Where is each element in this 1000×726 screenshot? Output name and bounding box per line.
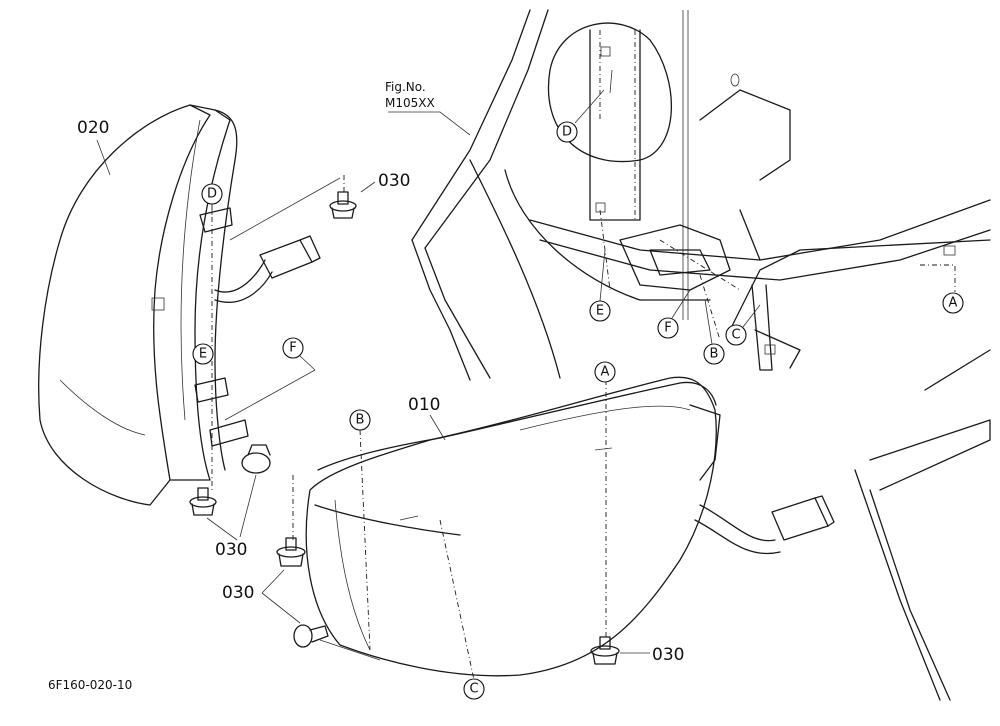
svg-text:E: E: [199, 347, 207, 362]
bolt-030-bottom: [590, 636, 620, 665]
ref-circle-E-left: E: [192, 343, 214, 365]
svg-text:C: C: [469, 682, 478, 697]
headlight-010: [305, 376, 835, 677]
bolt-030-center: [276, 537, 306, 567]
part-label-030-center: 030: [222, 583, 254, 603]
ref-circle-E-mid: E: [589, 300, 611, 322]
leader-030-left: [206, 474, 257, 541]
ref-circle-A-right: A: [942, 292, 964, 314]
ref-circle-A-top: A: [594, 361, 616, 383]
leader-ref-B-right: [704, 299, 713, 345]
part-label-020: 020: [77, 118, 109, 138]
svg-text:F: F: [289, 341, 296, 356]
ref-circle-F-mid: F: [657, 317, 679, 339]
leader-030-center: [261, 569, 301, 624]
ref-circle-C-right: C: [725, 324, 747, 346]
part-label-010: 010: [408, 395, 440, 415]
headlight-020: [38, 104, 321, 506]
vehicle-body-frame: [411, 9, 991, 701]
leader-ref-F-left: [299, 355, 316, 371]
svg-text:A: A: [601, 365, 610, 380]
leader-ref-F-mid: [671, 289, 691, 319]
leader-ref-C-right: [742, 304, 761, 328]
nut-030-left: [241, 444, 271, 474]
leader-ref-E-mid: [599, 249, 606, 302]
svg-text:B: B: [356, 413, 365, 428]
guide-lines: [211, 175, 956, 681]
bolt-030-upper: [329, 191, 357, 219]
bolt-030-left: [189, 487, 217, 516]
ref-circle-B-mid: B: [349, 409, 371, 431]
fig-leader-line: [388, 111, 471, 136]
svg-text:C: C: [731, 328, 740, 343]
svg-text:F: F: [664, 321, 671, 336]
fig-label-line1: Fig.No.: [385, 80, 426, 94]
svg-text:B: B: [710, 347, 719, 362]
svg-text:E: E: [596, 304, 604, 319]
svg-text:D: D: [207, 187, 217, 202]
leader-ref-D-top: [574, 69, 613, 124]
leader-030-upper: [360, 181, 376, 193]
ref-circle-D-left: D: [201, 183, 223, 205]
drawing-code: 6F160-020-10: [48, 678, 132, 692]
leader-020: [96, 139, 111, 176]
fig-label-line2: M105XX: [385, 96, 435, 110]
ref-circle-D-top: D: [556, 121, 578, 143]
svg-text:A: A: [949, 296, 958, 311]
bolt-030-lower-left: [293, 624, 329, 648]
part-label-030-bottom: 030: [652, 645, 684, 665]
ref-circle-F-left: F: [282, 337, 304, 359]
ref-circle-C-bottom: C: [463, 678, 485, 700]
ref-circle-B-right: B: [703, 343, 725, 365]
part-label-030-upper: 030: [378, 171, 410, 191]
leader-010: [429, 414, 446, 441]
part-label-030-left: 030: [215, 540, 247, 560]
svg-text:D: D: [562, 125, 572, 140]
